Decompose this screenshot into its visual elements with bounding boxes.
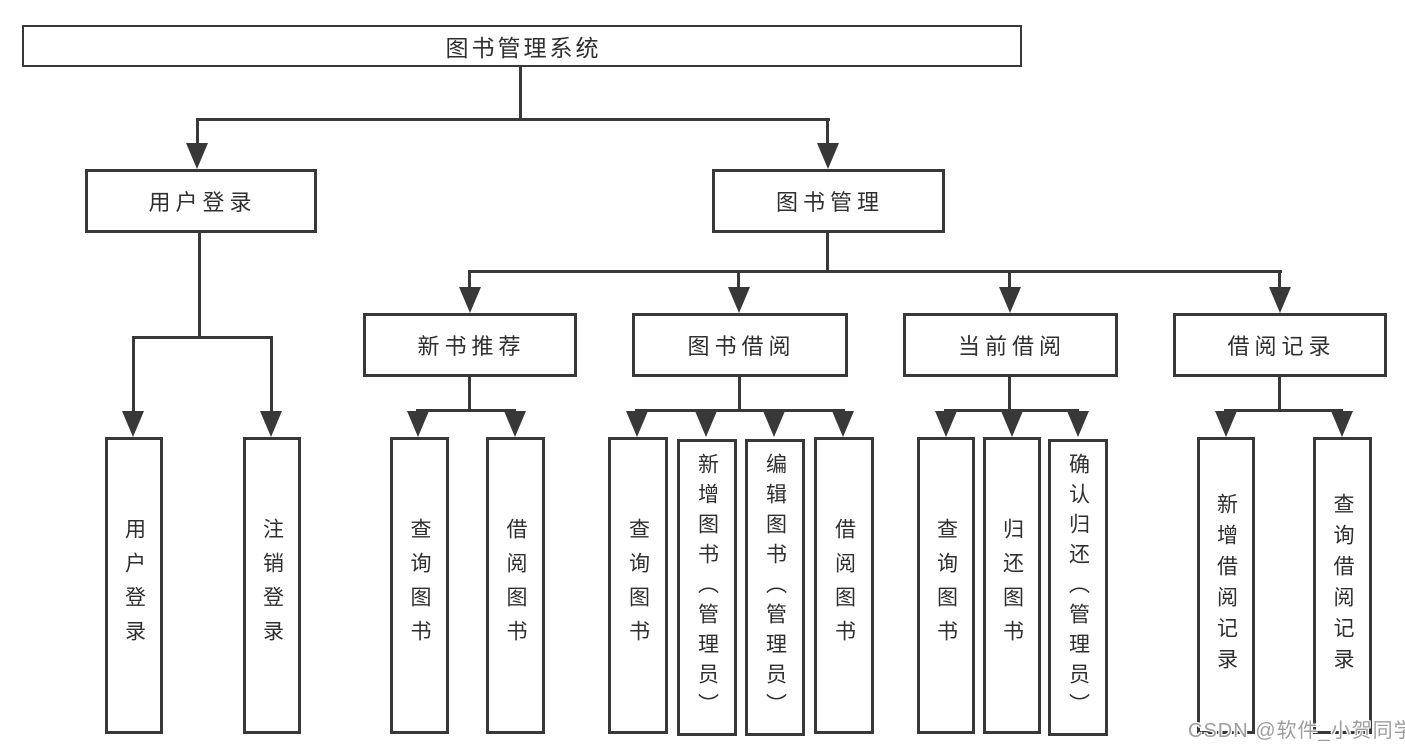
arrow-down-icon xyxy=(763,411,785,437)
node-current-borrowing: 当前借阅 xyxy=(903,313,1118,377)
leaf-logout: 注销登录 xyxy=(243,437,301,734)
node-user-login: 用户登录 xyxy=(85,169,317,233)
connector-line xyxy=(270,336,273,412)
connector-line xyxy=(197,118,830,121)
node-book-management: 图书管理 xyxy=(712,169,945,233)
arrow-down-icon xyxy=(186,143,208,169)
node-label: 用户登录 xyxy=(148,190,257,215)
arrow-down-icon xyxy=(626,411,648,437)
arrow-down-icon xyxy=(999,287,1021,313)
leaf-user-login: 用户登录 xyxy=(105,437,163,734)
connector-line xyxy=(132,336,135,412)
connector-line xyxy=(737,270,740,290)
node-borrowing-records: 借阅记录 xyxy=(1173,313,1387,377)
node-root-system: 图书管理系统 xyxy=(22,25,1022,67)
node-label: 注销登录 xyxy=(260,517,284,654)
connector-line xyxy=(738,377,741,409)
leaf-borrow-books-2: 借阅图书 xyxy=(814,437,874,734)
leaf-query-books-3: 查询图书 xyxy=(917,437,975,734)
connector-line xyxy=(198,233,201,336)
connector-line xyxy=(1008,377,1011,409)
arrow-down-icon xyxy=(1215,411,1237,437)
node-label: 用户登录 xyxy=(122,517,146,654)
node-label: 查询图书 xyxy=(934,517,958,654)
arrow-down-icon xyxy=(832,411,854,437)
arrow-down-icon xyxy=(728,287,750,313)
connector-line xyxy=(196,118,199,146)
connector-line xyxy=(468,377,471,409)
arrow-down-icon xyxy=(504,411,526,437)
leaf-query-borrow-record: 查询借阅记录 xyxy=(1313,437,1372,734)
node-label: 编辑图书（管理员） xyxy=(763,452,787,723)
connector-line xyxy=(468,270,471,290)
leaf-edit-books-admin: 编辑图书（管理员） xyxy=(745,439,805,736)
connector-line xyxy=(1224,409,1343,412)
connector-line xyxy=(132,336,273,339)
leaf-add-books-admin: 新增图书（管理员） xyxy=(677,439,737,736)
arrow-down-icon xyxy=(122,411,144,437)
node-label: 图书借阅 xyxy=(687,334,796,359)
node-label: 查询图书 xyxy=(626,517,650,654)
node-label: 借阅图书 xyxy=(504,517,527,654)
node-label: 确认归还（管理员） xyxy=(1066,452,1090,723)
node-label: 图书管理 xyxy=(775,190,884,215)
connector-line xyxy=(519,67,522,119)
leaf-confirm-return-admin: 确认归还（管理员） xyxy=(1048,439,1108,736)
node-book-borrowing: 图书借阅 xyxy=(632,313,848,377)
connector-line xyxy=(1278,270,1281,290)
arrow-down-icon xyxy=(935,411,957,437)
connector-line xyxy=(1278,377,1281,409)
leaf-borrow-books-1: 借阅图书 xyxy=(486,437,545,734)
leaf-query-books-2: 查询图书 xyxy=(608,437,668,734)
node-label: 借阅图书 xyxy=(832,517,856,654)
arrow-down-icon xyxy=(1067,411,1089,437)
arrow-down-icon xyxy=(260,411,282,437)
arrow-down-icon xyxy=(1001,411,1023,437)
arrow-down-icon xyxy=(407,411,429,437)
node-label: 查询借阅记录 xyxy=(1331,492,1354,679)
leaf-add-borrow-record: 新增借阅记录 xyxy=(1197,437,1255,734)
node-label: 新增图书（管理员） xyxy=(695,452,719,723)
connector-line xyxy=(826,118,829,146)
node-label: 借阅记录 xyxy=(1227,334,1336,359)
connector-line xyxy=(826,233,829,270)
node-label: 当前借阅 xyxy=(957,334,1066,359)
node-label: 图书管理系统 xyxy=(445,35,602,61)
arrow-down-icon xyxy=(695,411,717,437)
arrow-down-icon xyxy=(1269,287,1291,313)
leaf-return-books: 归还图书 xyxy=(983,437,1041,734)
node-label: 新书推荐 xyxy=(417,334,526,359)
connector-line xyxy=(1008,270,1011,290)
arrow-down-icon xyxy=(817,143,839,169)
connector-line xyxy=(468,270,1282,273)
arrow-down-icon xyxy=(459,287,481,313)
node-label: 查询图书 xyxy=(408,517,431,654)
leaf-query-books-1: 查询图书 xyxy=(390,437,449,734)
node-new-book-recommend: 新书推荐 xyxy=(363,313,577,377)
connector-line xyxy=(636,409,845,412)
csdn-watermark: CSDN @软件_小贺同学 xyxy=(1188,720,1405,742)
node-label: 新增借阅记录 xyxy=(1214,492,1238,679)
connector-line xyxy=(417,409,516,412)
node-label: 归还图书 xyxy=(1000,517,1024,654)
arrow-down-icon xyxy=(1331,411,1353,437)
